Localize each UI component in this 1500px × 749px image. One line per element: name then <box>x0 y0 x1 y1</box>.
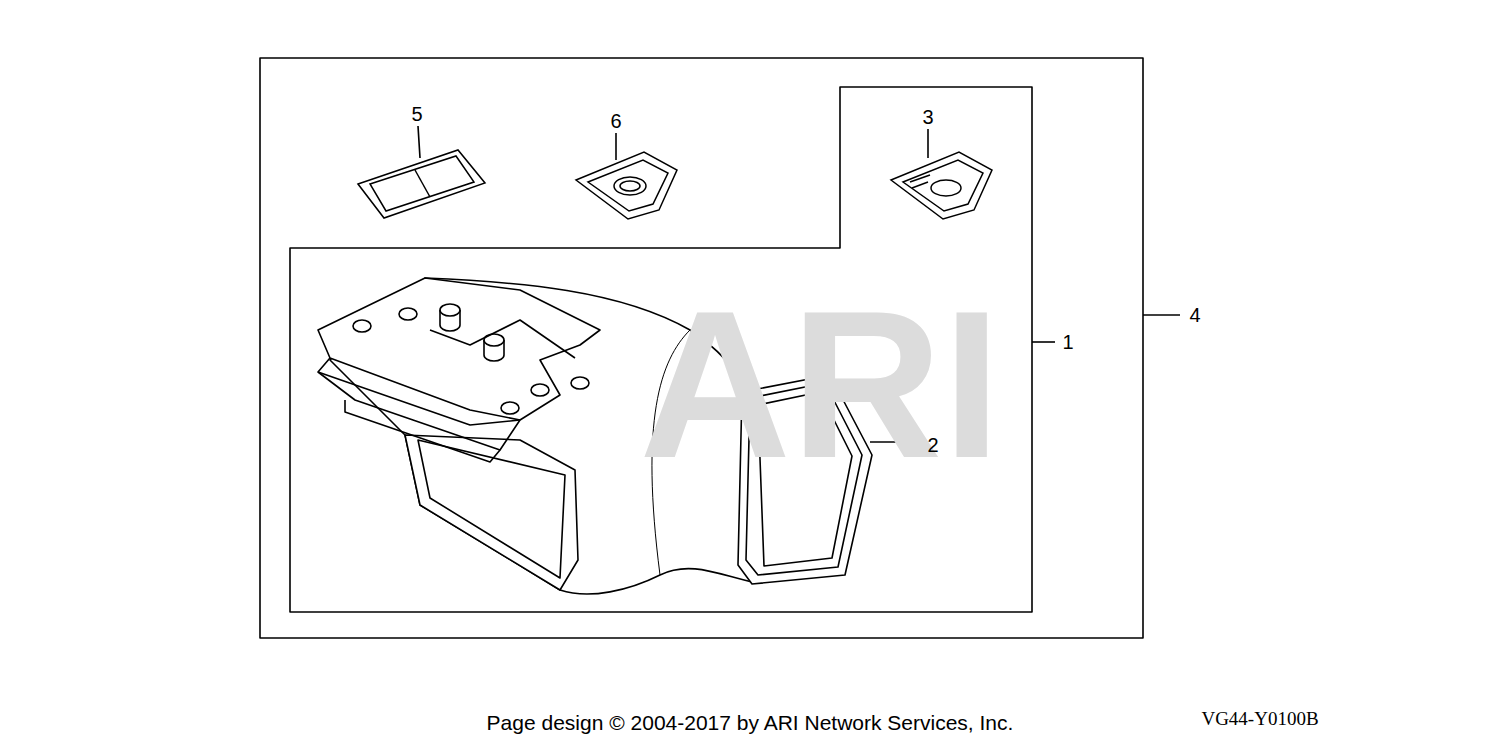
leader-line <box>1143 314 1180 316</box>
drawing-code: VG44-Y0100B <box>1201 709 1318 728</box>
leader-line <box>615 133 617 160</box>
decal <box>891 152 992 219</box>
assembly-frame <box>290 87 1032 612</box>
callout-number: 4 <box>1189 305 1200 325</box>
watermark: ARI <box>639 280 1001 490</box>
kit-frame <box>260 58 1143 638</box>
decal <box>576 152 677 219</box>
leader-line <box>1032 341 1055 343</box>
callout-number: 3 <box>922 107 933 127</box>
decal <box>358 150 485 218</box>
callout-number: 6 <box>610 111 621 131</box>
callout-number: 1 <box>1062 332 1073 352</box>
callout-number: 2 <box>927 435 938 455</box>
copyright-note: Page design © 2004-2017 by ARI Network S… <box>487 712 1014 733</box>
leader-line <box>927 129 929 158</box>
leader-line <box>418 126 420 158</box>
callout-number: 5 <box>411 104 422 124</box>
